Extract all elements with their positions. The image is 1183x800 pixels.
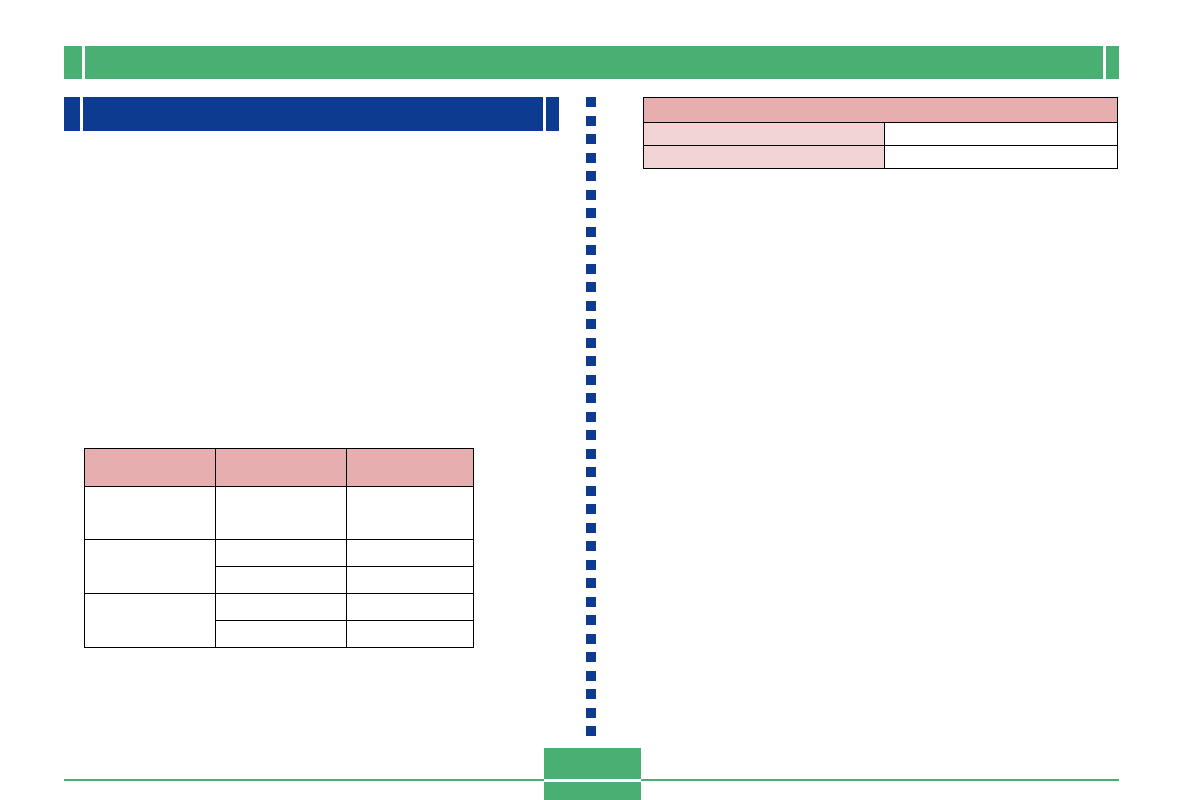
divider-dot: [586, 189, 596, 200]
table-cell: [84, 593, 216, 648]
table-header-cell: [346, 448, 474, 487]
divider-dot: [586, 448, 596, 459]
divider-dot: [586, 467, 596, 477]
divider-dot: [586, 245, 596, 255]
table-cell: [215, 593, 347, 621]
divider-dot: [586, 522, 596, 533]
divider-dot: [586, 596, 596, 607]
table-row: [85, 620, 474, 648]
divider-dot: [586, 652, 596, 662]
divider-dot: [586, 726, 596, 736]
table-header-row: [643, 97, 1118, 123]
table-cell: [215, 539, 347, 567]
divider-dot: [586, 337, 596, 348]
spec-table-right: [643, 97, 1118, 169]
table-row: [84, 593, 474, 648]
column-divider: [586, 97, 596, 736]
table-header-row: [84, 448, 474, 487]
divider-dot: [586, 578, 596, 588]
table-cell: [215, 566, 347, 594]
table-value-cell: [884, 122, 1118, 146]
divider-dot: [586, 633, 596, 644]
divider-dot: [586, 707, 596, 718]
divider-dot: [586, 263, 596, 274]
table-cell: [346, 620, 474, 648]
divider-dot: [586, 282, 596, 292]
divider-dot: [586, 430, 596, 440]
divider-dot: [586, 208, 596, 218]
divider-dot: [586, 300, 596, 311]
table-header-cell: [215, 448, 347, 487]
table-row: [84, 539, 474, 594]
header-banner-inner: [82, 46, 1106, 79]
divider-dot: [586, 689, 596, 699]
table-label-cell: [643, 122, 885, 146]
divider-dot: [586, 171, 596, 181]
table-cell: [215, 620, 347, 648]
table-cell: [346, 593, 474, 621]
table-cell: [346, 539, 474, 567]
divider-dot: [586, 670, 596, 681]
divider-dot: [586, 411, 596, 422]
page-number-tab: [544, 748, 641, 800]
divider-dot: [586, 356, 596, 366]
divider-dot: [586, 374, 596, 385]
table-header-cell: [84, 448, 216, 487]
table-row: [643, 122, 1118, 146]
divider-dot: [586, 485, 596, 496]
divider-dot: [586, 115, 596, 126]
table-row: [643, 145, 1118, 169]
divider-dot: [586, 134, 596, 144]
page-tab-divider: [544, 779, 641, 782]
table-row: [84, 486, 474, 540]
divider-dot: [586, 97, 596, 107]
divider-dot: [586, 504, 596, 514]
section-header-inner: [80, 97, 546, 131]
divider-dot: [586, 319, 596, 329]
divider-dot: [586, 615, 596, 625]
table-cell: [84, 486, 216, 540]
divider-dot: [586, 226, 596, 237]
table-cell: [215, 486, 347, 540]
table-header-cell: [643, 97, 1118, 123]
table-cell: [346, 566, 474, 594]
table-label-cell: [643, 145, 885, 169]
divider-dot: [586, 559, 596, 570]
table-value-cell: [884, 145, 1118, 169]
spec-table-left: [84, 448, 474, 648]
table-cell: [84, 539, 216, 594]
table-cell: [346, 486, 474, 540]
divider-dot: [586, 152, 596, 163]
divider-dot: [586, 393, 596, 403]
divider-dot: [586, 541, 596, 551]
